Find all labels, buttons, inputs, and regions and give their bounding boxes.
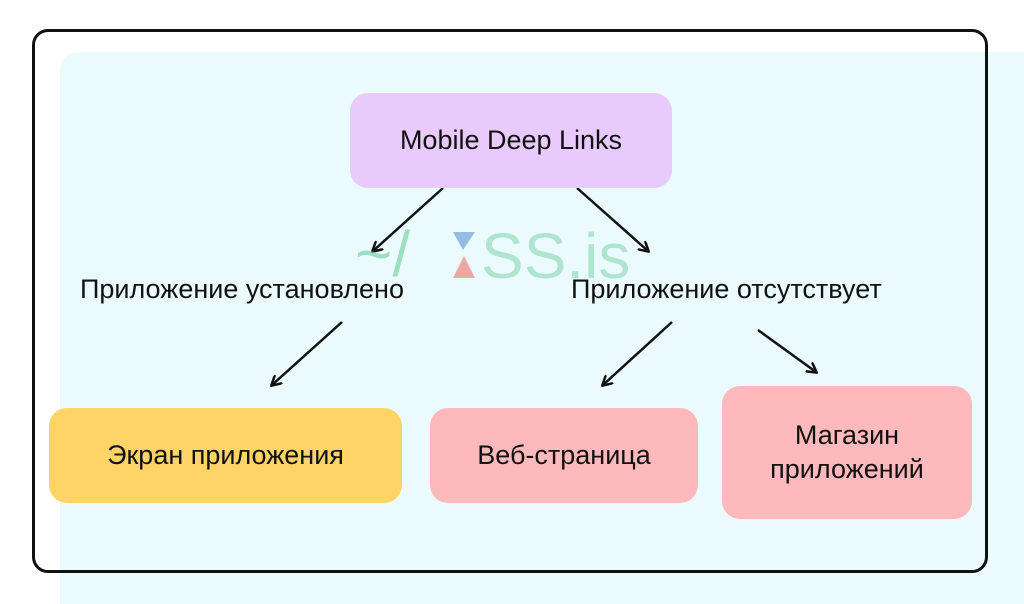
- root-node-mobile-deep-links: Mobile Deep Links: [350, 93, 672, 188]
- outcome-node-app-store: Магазин приложений: [722, 386, 972, 519]
- diagram-frame: [32, 29, 988, 573]
- outcome-label-web-page: Веб-страница: [477, 439, 651, 470]
- branch-label-missing: Приложение отсутствует: [571, 274, 882, 304]
- branch-label-installed: Приложение установлено: [80, 274, 404, 304]
- outcome-node-app-screen: Экран приложения: [49, 408, 402, 503]
- root-node-label: Mobile Deep Links: [399, 124, 623, 155]
- outcome-label-app-screen: Экран приложения: [107, 439, 344, 470]
- outcome-label-app-store: Магазин приложений: [770, 419, 924, 484]
- outcome-node-web-page: Веб-страница: [430, 408, 698, 503]
